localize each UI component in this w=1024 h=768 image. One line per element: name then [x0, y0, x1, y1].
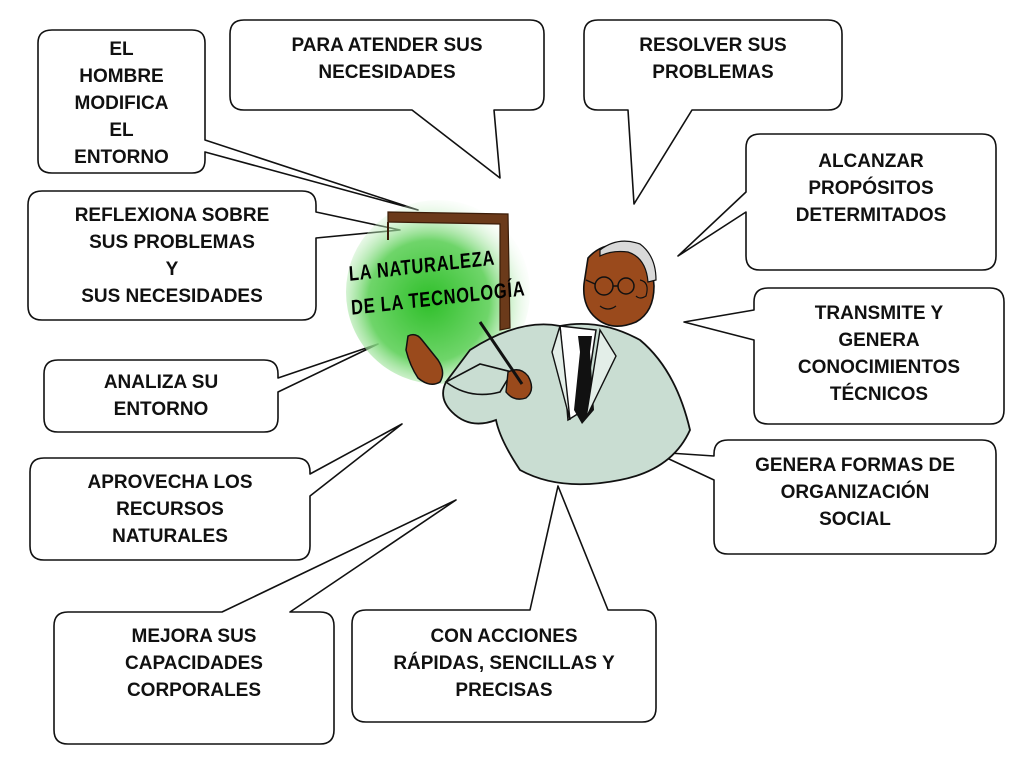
line: NECESIDADES: [318, 62, 456, 83]
line: RECURSOS: [116, 498, 224, 520]
line: TRANSMITE Y: [814, 303, 944, 324]
line: EL: [109, 38, 134, 60]
bubble-aprovecha-recursos: [29, 423, 403, 561]
line: DETERMITADOS: [795, 204, 947, 226]
bubble-alcanzar-propositos: [677, 133, 997, 271]
text-atender-necesidades: PARA ATENDER SUS NECESIDADES: [230, 26, 544, 92]
line: ENTORNO: [113, 399, 209, 420]
bubble-mejora-capacidades: [53, 499, 457, 745]
text-mejora-capacidades: MEJORA SUS CAPACIDADES CORPORALES: [54, 620, 334, 706]
line: ANALIZA SU: [103, 372, 219, 393]
text-alcanzar-propositos: ALCANZAR PROPÓSITOS DETERMITADOS: [746, 136, 996, 240]
line: MODIFICA: [74, 92, 169, 114]
line: NATURALES: [112, 525, 228, 547]
board-glow: [346, 200, 530, 384]
text-acciones-rapidas: CON ACCIONES RÁPIDAS, SENCILLAS Y PRECIS…: [352, 620, 656, 706]
text-resolver-problemas: RESOLVER SUS PROBLEMAS: [584, 26, 842, 92]
bubble-atender-necesidades: [229, 19, 545, 179]
line: RÁPIDAS, SENCILLAS Y: [393, 652, 615, 674]
bubble-transmite-conocimientos: [683, 287, 1005, 425]
line: APROVECHA LOS: [87, 471, 253, 493]
line: PROPÓSITOS: [808, 177, 934, 199]
line: PRECISAS: [455, 679, 553, 701]
line: CAPACIDADES: [125, 652, 263, 674]
line: CORPORALES: [126, 679, 262, 701]
line: PROBLEMAS: [652, 62, 774, 83]
pointer-stick: [478, 321, 524, 385]
line: PARA ATENDER SUS: [291, 35, 483, 56]
line: TÉCNICOS: [829, 384, 929, 405]
bubble-modifica-entorno: [37, 29, 419, 211]
text-modifica-entorno: EL HOMBRE MODIFICA EL ENTORNO: [38, 34, 205, 172]
line: ALCANZAR: [818, 150, 924, 172]
line: ORGANIZACIÓN: [780, 481, 930, 503]
text-organizacion-social: GENERA FORMAS DE ORGANIZACIÓN SOCIAL: [714, 450, 996, 534]
line: EL: [109, 119, 134, 141]
bubble-organizacion-social: [653, 439, 997, 555]
line: HOMBRE: [79, 65, 164, 87]
teacher-hand: [405, 333, 444, 385]
bubble-acciones-rapidas: [351, 485, 657, 723]
line: GENERA FORMAS DE: [755, 454, 955, 476]
speech-bubbles: [27, 19, 1005, 745]
text-transmite-conocimientos: TRANSMITE Y GENERA CONOCIMIENTOS TÉCNICO…: [754, 298, 1004, 410]
bubble-analiza-entorno: [43, 343, 379, 433]
text-analiza-entorno: ANALIZA SU ENTORNO: [44, 362, 278, 430]
line: SUS NECESIDADES: [81, 286, 263, 307]
text-reflexiona: REFLEXIONA SOBRE SUS PROBLEMAS Y SUS NEC…: [28, 193, 316, 319]
bubble-resolver-problemas: [583, 19, 843, 205]
line: GENERA: [838, 330, 920, 351]
line: CON ACCIONES: [430, 625, 578, 647]
bubble-reflexiona: [27, 190, 401, 321]
line: ENTORNO: [74, 146, 169, 168]
line: Y: [165, 259, 179, 280]
text-aprovecha-recursos: APROVECHA LOS RECURSOS NATURALES: [30, 466, 310, 552]
teacher-illustration: [346, 200, 691, 486]
line: SOCIAL: [819, 508, 891, 530]
line: SUS PROBLEMAS: [89, 232, 255, 253]
line: CONOCIMIENTOS: [797, 357, 961, 378]
line: MEJORA SUS: [131, 625, 257, 647]
line: REFLEXIONA SOBRE: [74, 205, 270, 226]
line: RESOLVER SUS: [639, 35, 787, 56]
